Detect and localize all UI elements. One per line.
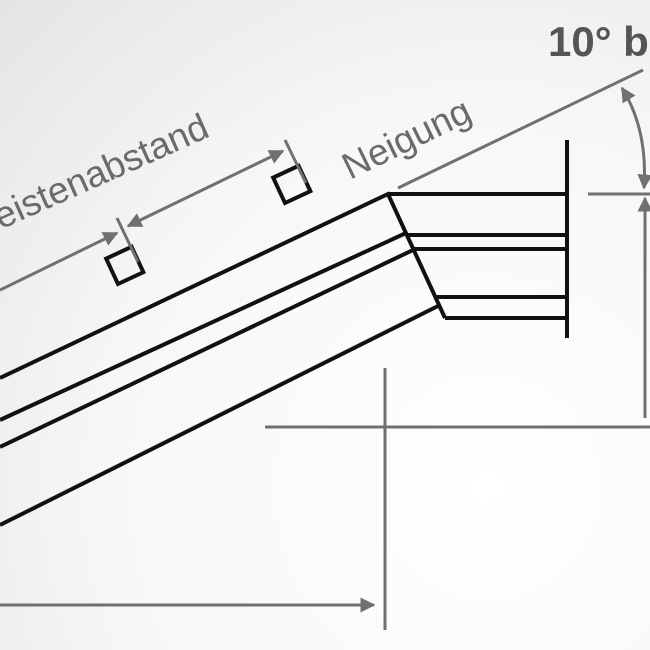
dimension-lines bbox=[0, 192, 650, 630]
batten-2 bbox=[270, 163, 314, 206]
angle-label: 10° b bbox=[548, 18, 649, 65]
rafter bbox=[0, 191, 447, 527]
wall-beams bbox=[388, 140, 569, 338]
angle-arc bbox=[620, 86, 650, 190]
batten-spacing-label: Leistenabstand bbox=[0, 106, 215, 246]
pitch-line bbox=[397, 68, 644, 190]
batten-spacing-dimension bbox=[0, 139, 308, 292]
pitch-label: Neigung bbox=[336, 90, 478, 187]
batten-1 bbox=[103, 244, 147, 287]
